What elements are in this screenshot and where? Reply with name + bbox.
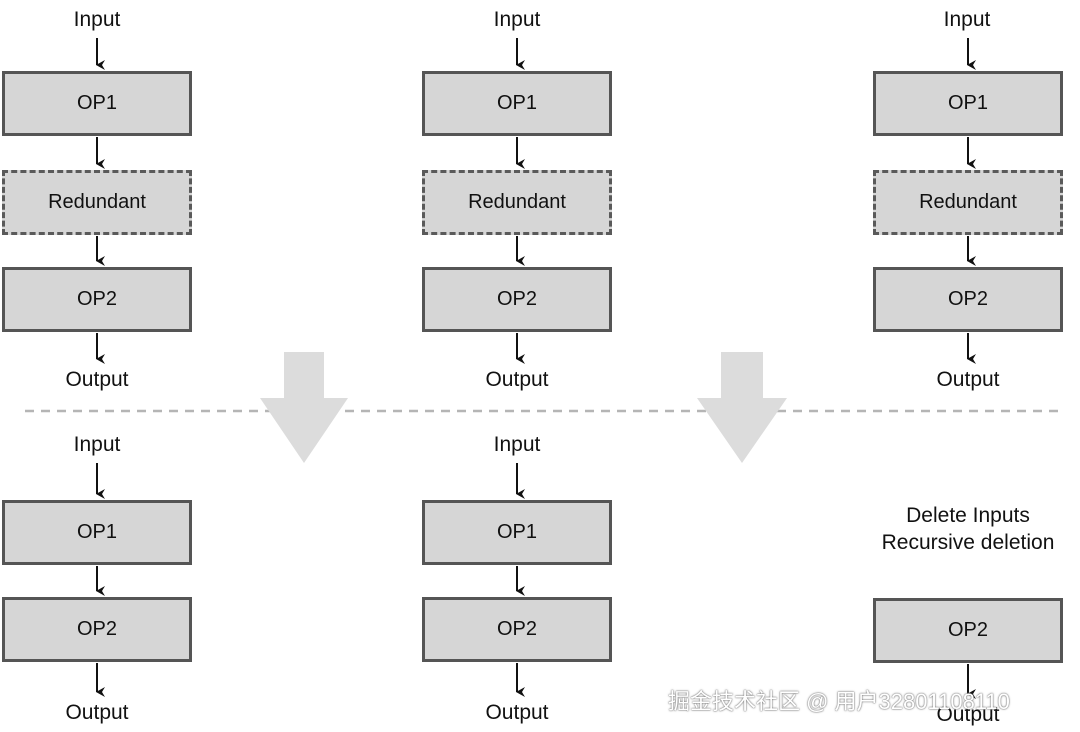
redundant-node: Redundant bbox=[422, 170, 612, 235]
watermark: 掘金技术社区 @ 用户3280110811​0 bbox=[668, 689, 1010, 714]
output-label: Output bbox=[65, 368, 129, 391]
input-label: Input bbox=[493, 8, 541, 31]
op1-node: OP1 bbox=[422, 500, 612, 565]
redundant-node: Redundant bbox=[873, 170, 1063, 235]
transition-arrow-right bbox=[697, 352, 787, 463]
op1-node: OP1 bbox=[2, 71, 192, 136]
recursive-deletion-note: Recursive deletion bbox=[881, 531, 1055, 554]
redundant-node: Redundant bbox=[2, 170, 192, 235]
op1-node: OP1 bbox=[873, 71, 1063, 136]
output-label: Output bbox=[936, 368, 1000, 391]
output-label: Output bbox=[485, 368, 549, 391]
output-label: Output bbox=[485, 701, 549, 724]
op1-node: OP1 bbox=[2, 500, 192, 565]
output-label: Output bbox=[936, 703, 1000, 726]
op2-node: OP2 bbox=[422, 267, 612, 332]
transition-arrow-left bbox=[260, 352, 348, 463]
op2-node: OP2 bbox=[873, 267, 1063, 332]
input-label: Input bbox=[493, 433, 541, 456]
output-label: Output bbox=[65, 701, 129, 724]
input-label: Input bbox=[943, 8, 991, 31]
op2-node: OP2 bbox=[873, 598, 1063, 663]
op2-node: OP2 bbox=[2, 267, 192, 332]
delete-inputs-note: Delete Inputs bbox=[906, 504, 1030, 527]
input-label: Input bbox=[73, 8, 121, 31]
input-label: Input bbox=[73, 433, 121, 456]
op1-node: OP1 bbox=[422, 71, 612, 136]
op2-node: OP2 bbox=[2, 597, 192, 662]
op2-node: OP2 bbox=[422, 597, 612, 662]
